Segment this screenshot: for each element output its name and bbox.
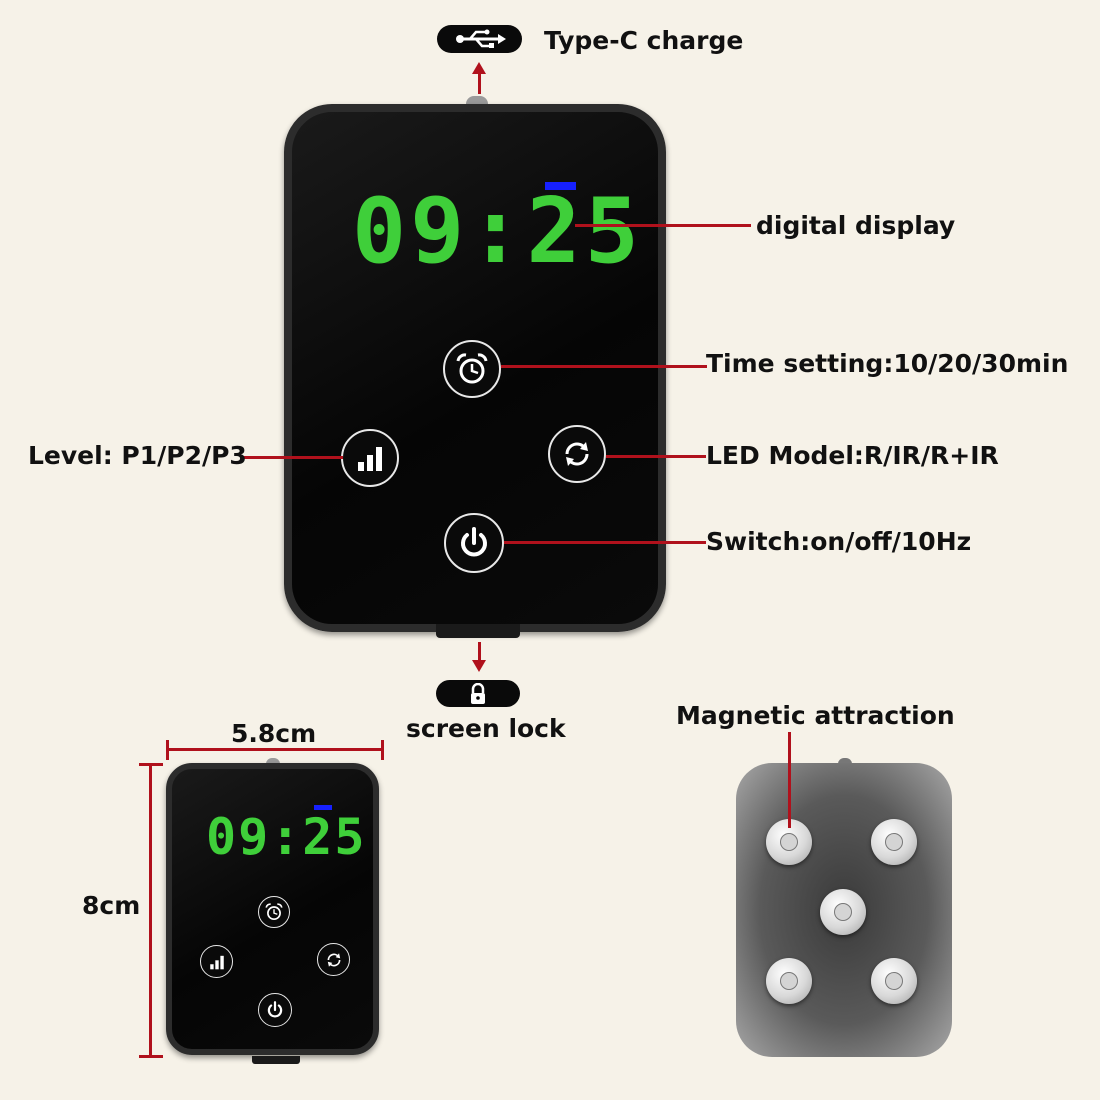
refresh-icon — [327, 952, 340, 967]
magnet-bottom-right — [871, 958, 917, 1004]
width-dim-left-tick — [166, 740, 169, 760]
small-digital-display: 09:25 — [206, 808, 367, 866]
lock-icon — [471, 682, 485, 704]
led-label: LED Model:R/IR/R+IR — [706, 441, 999, 470]
magnetic-label: Magnetic attraction — [676, 701, 955, 730]
level-button[interactable] — [341, 429, 399, 487]
height-dim-bottom-tick — [139, 1055, 163, 1058]
time-callout-line — [501, 365, 707, 368]
power-icon — [461, 527, 487, 557]
level-callout-line — [243, 456, 343, 459]
power-icon — [267, 1001, 283, 1018]
alarm-clock-icon — [265, 903, 283, 921]
magnet-center — [820, 889, 866, 935]
charge-arrow — [472, 62, 486, 74]
small-level-button[interactable] — [200, 945, 233, 978]
magnet-top-left — [766, 819, 812, 865]
digital-display: 09:25 — [352, 179, 643, 284]
refresh-icon — [565, 442, 589, 466]
display-label: digital display — [756, 211, 956, 240]
level-label: Level: P1/P2/P3 — [28, 441, 247, 470]
height-dim-top-tick — [139, 763, 163, 766]
alarm-clock-icon — [456, 353, 488, 384]
lock-arrow-line — [478, 642, 481, 660]
width-label: 5.8cm — [231, 719, 317, 748]
height-label: 8cm — [82, 891, 141, 920]
width-dim-line — [167, 748, 383, 751]
small-device-bottom-nub — [252, 1056, 300, 1064]
timer-button[interactable] — [443, 340, 501, 398]
small-indicator-bar — [314, 805, 332, 810]
lock-pill — [436, 680, 520, 707]
led-mode-button[interactable] — [548, 425, 606, 483]
charge-arrow-line — [478, 72, 481, 94]
magnet-top-right — [871, 819, 917, 865]
display-callout-line — [575, 224, 751, 227]
signal-bars-icon — [358, 447, 382, 471]
small-timer-button[interactable] — [258, 896, 290, 928]
width-dim-right-tick — [381, 740, 384, 760]
magnet-bottom-left — [766, 958, 812, 1004]
switch-label: Switch:on/off/10Hz — [706, 527, 972, 556]
device-bottom-nub — [436, 624, 520, 638]
signal-bars-icon — [209, 955, 224, 969]
back-device-top-nub — [838, 758, 852, 766]
time-label: Time setting:10/20/30min — [706, 349, 1069, 378]
usb-icon — [455, 29, 506, 48]
lock-arrow — [472, 660, 486, 672]
small-device-top-nub — [266, 758, 280, 766]
magnetic-callout-line — [788, 732, 791, 828]
height-dim-line — [149, 764, 152, 1057]
charge-label: Type-C charge — [544, 26, 744, 55]
small-power-button[interactable] — [258, 993, 292, 1027]
led-callout-line — [606, 455, 706, 458]
usb-port-pill — [437, 25, 522, 53]
indicator-bar — [545, 182, 576, 190]
lock-label: screen lock — [406, 714, 566, 743]
power-button[interactable] — [444, 513, 504, 573]
switch-callout-line — [504, 541, 706, 544]
small-led-mode-button[interactable] — [317, 943, 350, 976]
